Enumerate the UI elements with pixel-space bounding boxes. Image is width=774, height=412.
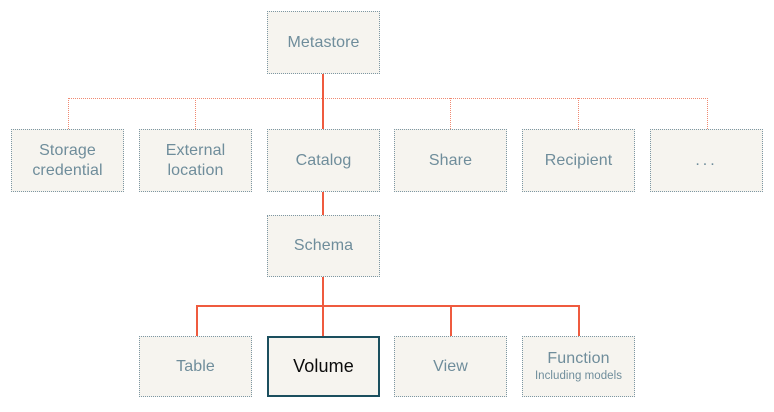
- node-storage-credential[interactable]: Storage credential: [11, 129, 124, 192]
- ellipsis-icon: ...: [695, 151, 718, 169]
- node-share[interactable]: Share: [394, 129, 507, 192]
- node-recipient[interactable]: Recipient: [522, 129, 635, 192]
- connector-metastore-bus: [68, 98, 708, 99]
- connector-to-recipient: [578, 98, 579, 129]
- node-share-label: Share: [428, 151, 473, 169]
- node-schema[interactable]: Schema: [267, 215, 380, 277]
- node-more[interactable]: ...: [650, 129, 763, 192]
- connector-metastore-stem: [322, 74, 324, 99]
- connector-to-external-location: [195, 98, 196, 129]
- connector-schema-bus: [196, 305, 579, 307]
- connector-schema-stem: [322, 277, 324, 306]
- node-function[interactable]: Function Including models: [522, 336, 635, 397]
- connector-to-more: [707, 98, 708, 129]
- node-catalog-label: Catalog: [295, 151, 352, 169]
- node-metastore-label: Metastore: [287, 33, 360, 51]
- node-metastore[interactable]: Metastore: [267, 11, 380, 74]
- connector-to-catalog: [322, 98, 324, 129]
- node-external-location[interactable]: External location: [139, 129, 252, 192]
- connector-to-volume: [322, 305, 324, 336]
- node-catalog[interactable]: Catalog: [267, 129, 380, 192]
- node-schema-label: Schema: [293, 237, 354, 254]
- connector-catalog-to-schema: [322, 192, 324, 216]
- connector-to-view: [450, 305, 452, 336]
- node-function-label: Function: [547, 350, 610, 368]
- node-volume-label: Volume: [293, 356, 354, 377]
- node-storage-credential-label: Storage credential: [32, 141, 103, 179]
- node-volume[interactable]: Volume: [267, 336, 380, 397]
- node-external-location-label: External location: [165, 141, 226, 179]
- connector-to-function: [578, 305, 580, 336]
- connector-to-table: [196, 305, 198, 336]
- node-function-sublabel: Including models: [534, 370, 623, 383]
- node-view-label: View: [433, 357, 468, 375]
- node-view[interactable]: View: [394, 336, 507, 397]
- node-table-label: Table: [176, 357, 215, 375]
- node-recipient-label: Recipient: [544, 151, 613, 169]
- node-table[interactable]: Table: [139, 336, 252, 397]
- connector-to-share: [450, 98, 451, 129]
- connector-to-storage-credential: [68, 98, 69, 129]
